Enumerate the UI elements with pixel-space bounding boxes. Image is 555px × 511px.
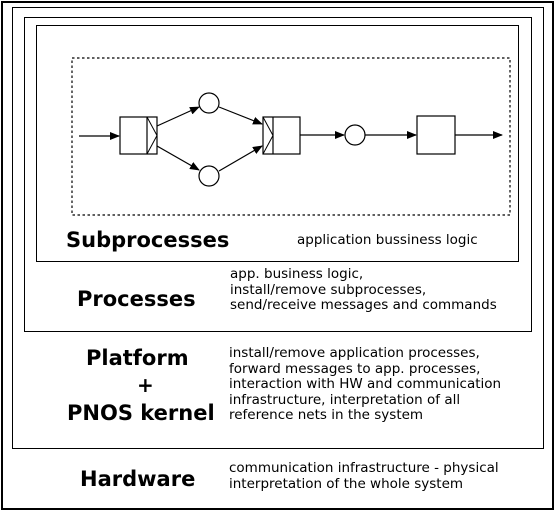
transition-split xyxy=(119,116,158,155)
hardware-description-line: interpretation of the whole system xyxy=(229,475,464,492)
transition-join xyxy=(262,116,301,155)
platform-plus-sign: + xyxy=(137,373,154,397)
processes-layer-box xyxy=(24,17,532,332)
arc-to-place-lower xyxy=(156,145,200,171)
platform-description-line: install/remove application processes, xyxy=(229,345,480,361)
place-lower xyxy=(198,165,220,187)
pnos-kernel-title: PNOS kernel xyxy=(67,401,215,425)
processes-description-line: app. business logic, xyxy=(230,266,364,282)
processes-description-line: send/receive messages and commands xyxy=(230,297,497,313)
place-upper xyxy=(198,92,220,114)
place-middle xyxy=(344,124,366,146)
platform-description-line: interaction with HW and communication xyxy=(229,376,502,392)
platform-description-line: infrastructure, interpretation of all xyxy=(229,391,461,408)
processes-description-line: install/remove subprocesses, xyxy=(230,281,427,298)
subprocesses-description: application bussiness logic xyxy=(297,232,478,248)
subprocesses-title: Subprocesses xyxy=(66,228,230,252)
platform-description: install/remove application processes, fo… xyxy=(229,345,502,424)
subprocesses-layer-box xyxy=(36,25,519,262)
hardware-description-line: communication infrastructure - physical xyxy=(229,460,499,476)
subprocess-boundary xyxy=(71,57,511,216)
arc-to-place-upper xyxy=(156,106,200,127)
platform-layer-box xyxy=(12,7,544,449)
platform-description-line: reference nets in the system xyxy=(229,407,424,423)
hardware-description: communication infrastructure - physical … xyxy=(229,460,499,492)
platform-title: Platform xyxy=(86,346,189,370)
hardware-title: Hardware xyxy=(80,467,196,491)
processes-description: app. business logic, install/remove subp… xyxy=(230,266,497,314)
arc-from-place-upper xyxy=(218,106,263,125)
transition-last xyxy=(416,115,456,155)
arc-from-place-lower xyxy=(218,145,263,172)
platform-description-line: forward messages to app. processes, xyxy=(229,360,481,377)
processes-title: Processes xyxy=(77,287,196,311)
